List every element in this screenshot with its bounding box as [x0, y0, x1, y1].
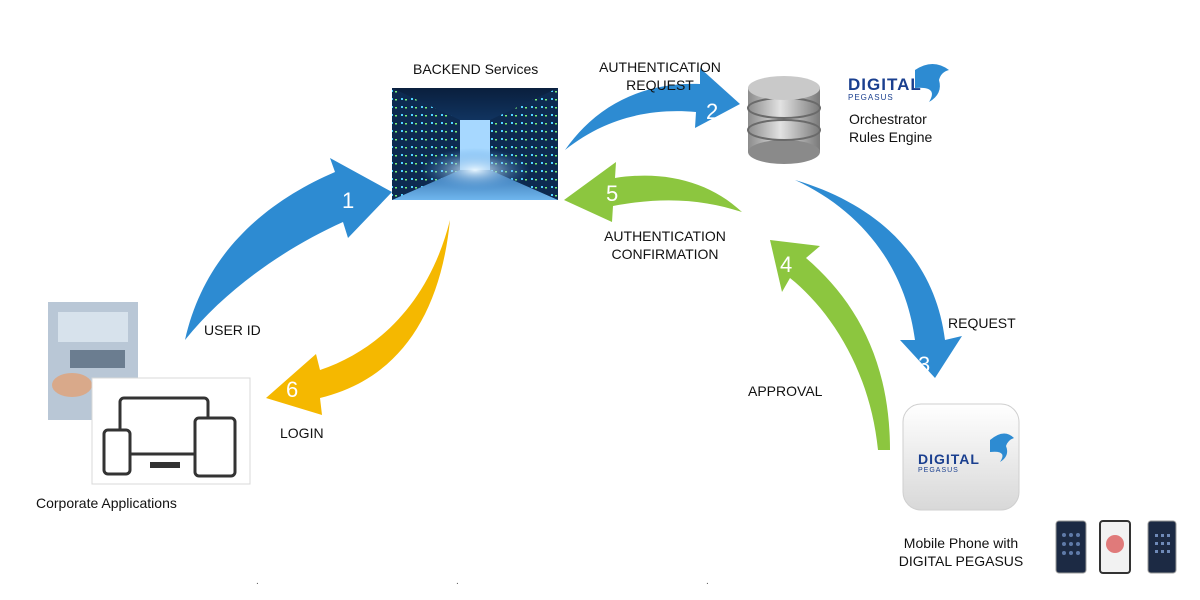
logo-word-pegasus: PEGASUS [848, 93, 894, 102]
arrow-1 [185, 158, 392, 340]
step-2-label: AUTHENTICATION REQUEST [586, 58, 734, 94]
arrow-2 [565, 68, 740, 150]
mobile-label: Mobile Phone with DIGITAL PEGASUS [888, 534, 1034, 570]
corporate-apps-image [48, 302, 251, 485]
backend-label: BACKEND Services [413, 61, 539, 77]
step-1-number: 1 [342, 188, 354, 213]
app-logo-word-digital: DIGITAL [918, 451, 980, 467]
corporate-label: Corporate Applications [36, 495, 177, 511]
mobile-app-icon [902, 403, 1020, 511]
step-6-label: LOGIN [280, 425, 324, 441]
step-1-label: USER ID [204, 322, 261, 338]
step-5-number: 5 [606, 181, 618, 206]
step-2-label-line1: AUTHENTICATION [599, 59, 721, 75]
step-3-number: 3 [918, 352, 930, 377]
digital-pegasus-logo-app: DIGITAL PEGASUS [918, 452, 980, 475]
mobile-label-line1: Mobile Phone with [903, 535, 1019, 551]
bottom-tick-2: . [456, 576, 459, 587]
digital-pegasus-logo-top: DIGITAL PEGASUS [848, 76, 922, 103]
step-4-number: 4 [780, 252, 792, 277]
server-room-image [392, 88, 558, 200]
phone-thumbnails [1055, 520, 1177, 574]
step-5-label: AUTHENTICATION CONFIRMATION [590, 227, 740, 263]
arrow-5 [564, 162, 742, 222]
bottom-tick-3: . [706, 576, 709, 587]
step-5-label-line2: CONFIRMATION [611, 246, 719, 262]
orchestrator-label-line1: Orchestrator [849, 111, 927, 127]
step-2-number: 2 [706, 99, 718, 124]
step-6-number: 6 [286, 377, 298, 402]
orchestrator-label: Orchestrator Rules Engine [849, 110, 932, 146]
arrow-3 [795, 180, 962, 378]
database-icon [747, 76, 821, 164]
arrow-6 [266, 220, 450, 415]
step-5-label-line1: AUTHENTICATION [604, 228, 726, 244]
orchestrator-label-line2: Rules Engine [849, 129, 933, 145]
arrow-4 [770, 240, 890, 450]
mobile-label-line2: DIGITAL PEGASUS [898, 553, 1024, 569]
bottom-tick-1: . [256, 576, 259, 587]
step-3-label: REQUEST [948, 315, 1016, 331]
step-4-label: APPROVAL [748, 383, 823, 399]
logo-word-digital: DIGITAL [848, 75, 922, 94]
step-2-label-line2: REQUEST [626, 77, 694, 93]
app-logo-word-pegasus: PEGASUS [918, 467, 959, 474]
